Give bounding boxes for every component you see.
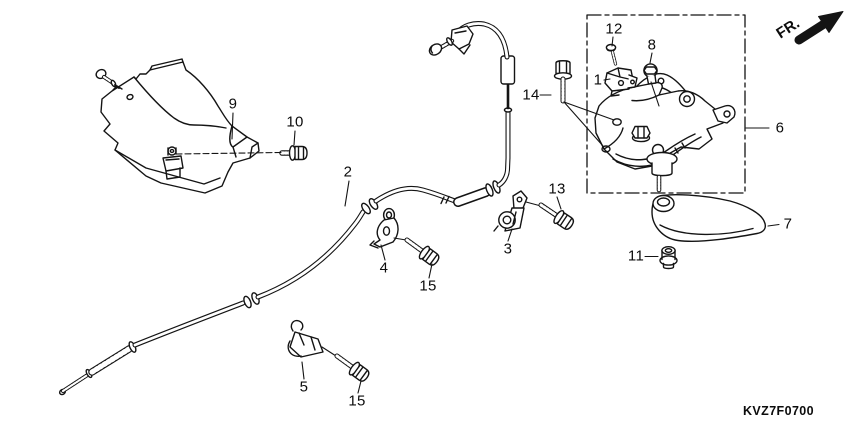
part-callout-12: 12 <box>605 20 623 38</box>
part-8-bolt <box>643 63 658 85</box>
part-callout-11: 11 <box>627 247 645 265</box>
diagram-code: KVZ7F0700 <box>743 404 814 418</box>
part-14-bolt <box>553 60 573 104</box>
part-callout-5: 5 <box>299 378 309 396</box>
part-13-bolt <box>538 202 574 230</box>
part-callout-14: 14 <box>522 86 540 104</box>
part-5-cable-clamp <box>287 319 337 358</box>
part-9-cover-bracket <box>95 58 260 194</box>
part-callout-8: 8 <box>647 36 657 54</box>
part-callout-6: 6 <box>775 119 785 137</box>
part-4-cable-clamp <box>369 207 407 249</box>
part-7-handle-grip <box>651 194 766 242</box>
part-15-bolt-mid <box>404 237 440 266</box>
leader-lines <box>175 36 780 394</box>
part-callout-15-bottom: 15 <box>348 392 366 410</box>
part-11-nut <box>659 245 678 270</box>
part-10-bolt <box>279 145 308 161</box>
part-callout-7: 7 <box>783 215 793 233</box>
detail-box <box>586 14 746 194</box>
part-callout-2: 2 <box>343 163 353 181</box>
part-1-switch <box>604 67 638 97</box>
part-callout-10: 10 <box>286 113 304 131</box>
part-2-cable <box>58 21 516 396</box>
fr-direction-arrow-icon <box>794 11 844 45</box>
part-callout-9: 9 <box>228 95 238 113</box>
part-callout-15-mid: 15 <box>419 277 437 295</box>
part-callout-4: 4 <box>379 259 389 277</box>
part-callout-1: 1 <box>593 71 603 89</box>
part-callout-13: 13 <box>548 180 566 198</box>
part-3-cable-clamp <box>493 190 542 232</box>
part-callout-3: 3 <box>503 240 513 258</box>
part-12-screw <box>605 43 618 66</box>
part-15-bolt-bottom <box>334 353 370 382</box>
part-6-bracket-assembly <box>594 72 736 193</box>
